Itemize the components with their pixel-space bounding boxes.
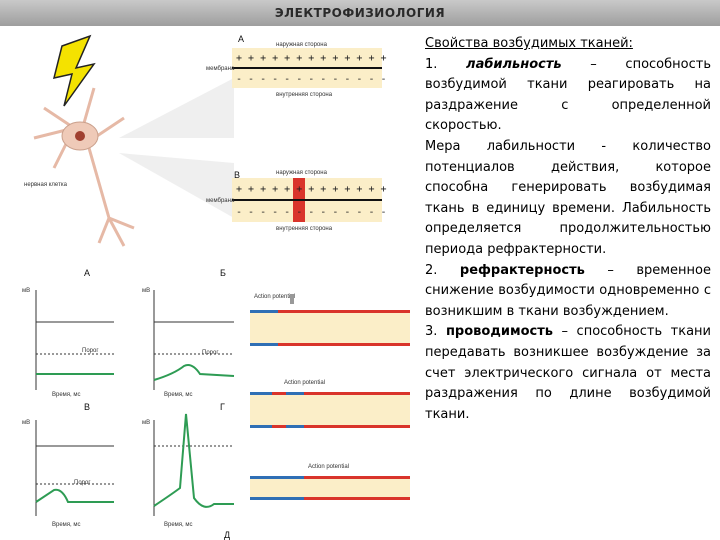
- action-potential-label-3: Action potential: [308, 464, 349, 470]
- conduction-stage-2: Action potential: [250, 380, 410, 428]
- page-title: ЭЛЕКТРОФИЗИОЛОГИЯ: [274, 6, 446, 20]
- conduction-stage-1: Action potential: [250, 294, 410, 346]
- graph-g-unit: мВ: [142, 420, 150, 426]
- graph-a-label: А: [84, 268, 90, 278]
- graph-v: мВ Порог Время, мс: [22, 420, 114, 528]
- p3-rest: – временное снижение возбудимости одновр…: [425, 262, 711, 319]
- p4-rest: – способность ткани передавать возникшее…: [425, 324, 711, 422]
- paragraph-refractoriness: 2. рефрактерность – временное снижение в…: [425, 261, 711, 323]
- graph-b-threshold: Порог: [202, 350, 219, 356]
- paragraph-lability: 1. лабильность – способность возбудимой …: [425, 55, 711, 137]
- inner-side-label-b: внутренняя сторона: [276, 226, 333, 232]
- membrane-a-plus: + + + + + + + + + + + + +: [236, 53, 387, 64]
- panel-b-label: В: [234, 170, 240, 180]
- graph-b: мВ Порог Время, мс: [142, 288, 235, 398]
- action-potential-label-1: Action potential: [254, 294, 295, 300]
- section-heading: Свойства возбудимых тканей:: [425, 36, 633, 51]
- inner-side-label-a: внутренняя сторона: [276, 92, 333, 98]
- paragraph-conductivity: 3. проводимость – способность ткани пере…: [425, 322, 711, 425]
- graph-b-time: Время, мс: [164, 392, 193, 398]
- graph-a-threshold: Порог: [82, 348, 99, 354]
- title-bar: ЭЛЕКТРОФИЗИОЛОГИЯ: [0, 0, 720, 26]
- term-lability: лабильность: [466, 56, 562, 72]
- neuron-membrane-illustration: нервная клетка А наружная сторона + + + …: [24, 34, 387, 247]
- action-potential-label-2: Action potential: [284, 380, 325, 386]
- p4-prefix: 3.: [425, 324, 446, 340]
- graph-a-time: Время, мс: [52, 392, 81, 398]
- conduction-diagram: Action potential Action potential Action…: [250, 294, 410, 500]
- membrane-label-b: мембрана: [206, 198, 235, 204]
- graph-b-label: Б: [220, 268, 226, 278]
- membrane-a-minus: - - - - - - - - - - - - -: [236, 74, 387, 85]
- panel-a-label: А: [238, 34, 244, 44]
- p1-rest: – способность возбудимой ткани реагирова…: [425, 56, 711, 134]
- p1-prefix: 1.: [425, 56, 467, 72]
- outer-side-label-b: наружная сторона: [276, 170, 328, 176]
- nerve-cell-label: нервная клетка: [24, 182, 68, 188]
- paragraph-lability-measure: Мера лабильности - количество потенциало…: [425, 138, 711, 257]
- term-refractoriness: рефрактерность: [459, 262, 585, 278]
- graph-d-label: Д: [224, 530, 230, 540]
- graph-a: мВ Порог Время, мс: [22, 288, 114, 398]
- potential-graphs: А Б В Г Д мВ Порог Время, мс мВ Порог Вр…: [22, 268, 235, 540]
- term-conductivity: проводимость: [445, 324, 553, 340]
- p3-prefix: 2.: [425, 262, 460, 278]
- graph-v-time: Время, мс: [52, 522, 81, 528]
- conduction-stage-3: Action potential: [250, 464, 410, 500]
- graph-g-label: Г: [220, 402, 225, 412]
- graph-b-unit: мВ: [142, 288, 150, 294]
- membrane-label-a: мембрана: [206, 66, 235, 72]
- neuron-icon: [33, 87, 135, 247]
- graph-g-time: Время, мс: [164, 522, 193, 528]
- text-panel: Свойства возбудимых тканей: 1. лабильнос…: [425, 34, 711, 425]
- graph-v-threshold: Порог: [74, 480, 91, 486]
- graph-v-unit: мВ: [22, 420, 30, 426]
- outer-side-label-a: наружная сторона: [276, 42, 328, 48]
- graph-a-unit: мВ: [22, 288, 30, 294]
- graph-g: мВ Время, мс: [142, 413, 234, 528]
- membrane-b-minus: - - - - - - - - - - - - -: [236, 207, 387, 218]
- membrane-b-plus: + + + + + + + + + + + + +: [236, 184, 387, 195]
- graph-v-label: В: [84, 402, 90, 412]
- lightning-icon: [52, 34, 96, 107]
